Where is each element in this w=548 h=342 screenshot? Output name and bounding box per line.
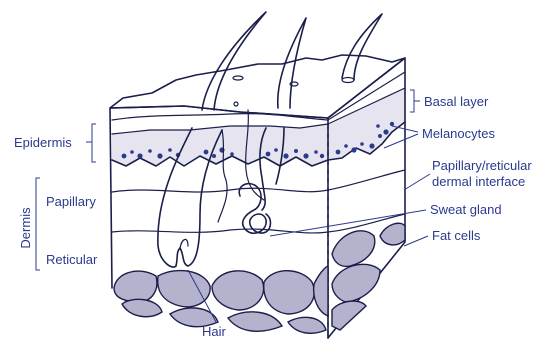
melanin-dot <box>344 144 348 148</box>
label-papillary: Papillary <box>46 194 96 209</box>
fat-cell <box>122 299 162 316</box>
label-melanocytes: Melanocytes <box>422 126 495 141</box>
melanin-dot <box>294 149 298 153</box>
melanin-dot <box>336 150 341 155</box>
fat-cell <box>114 271 157 302</box>
melanin-dot <box>168 148 172 152</box>
fat-cell <box>380 223 405 245</box>
melanin-dot <box>320 154 324 158</box>
label-dermis: Dermis <box>18 207 33 249</box>
melanin-dot <box>283 153 288 158</box>
melanin-dot <box>390 122 394 126</box>
melanin-dot <box>351 147 356 152</box>
label-epidermis: Epidermis <box>14 135 72 150</box>
hair-follicle-right <box>342 14 382 83</box>
pore <box>233 76 243 80</box>
label-papillary-reticular-2: dermal interface <box>432 174 525 189</box>
label-hair: Hair <box>202 324 227 339</box>
melanin-dot <box>122 154 127 159</box>
label-fat-cells: Fat cells <box>432 228 481 243</box>
pore <box>234 102 238 106</box>
melanin-dot <box>266 152 271 157</box>
fat-cell <box>288 317 326 333</box>
dermis-bracket <box>36 178 40 270</box>
melanin-dot <box>148 149 152 153</box>
fat-cell <box>228 312 282 331</box>
melanin-dot <box>360 142 364 146</box>
melanin-dot <box>376 124 380 128</box>
hair-root-main <box>180 239 188 248</box>
label-papillary-reticular-1: Papillary/reticular <box>432 158 532 173</box>
melanin-dot <box>137 153 142 158</box>
hair-pore-right <box>342 78 354 83</box>
fat-cell <box>264 271 315 314</box>
fat-cell <box>332 301 366 330</box>
hair-shaft-main <box>202 12 266 110</box>
papillary-reticular-pointer <box>404 174 430 190</box>
fat-cells-pointer <box>404 236 428 246</box>
melanin-dot <box>303 153 308 158</box>
fat-cell <box>314 266 328 316</box>
label-reticular: Reticular <box>46 252 98 267</box>
melanin-dot <box>369 143 374 148</box>
melanin-dot <box>378 134 382 138</box>
melanin-dot <box>383 129 388 134</box>
label-sweat-gland: Sweat gland <box>430 202 502 217</box>
fat-cell <box>158 271 210 307</box>
epidermis-bracket <box>86 124 96 162</box>
melanin-dot <box>212 154 216 158</box>
stratum-line-2 <box>112 114 328 120</box>
melanin-dot <box>274 148 278 152</box>
label-basal-layer: Basal layer <box>424 94 489 109</box>
hair-shaft-right <box>342 14 382 80</box>
melanin-dot <box>204 150 209 155</box>
fat-cell <box>332 264 380 302</box>
hair-shaft-middle <box>278 18 306 108</box>
melanin-dot <box>130 150 134 154</box>
fat-cell <box>332 231 375 267</box>
sweat-gland-coil <box>239 184 270 234</box>
basal-layer-bracket <box>410 90 420 112</box>
melanin-dot <box>314 150 318 154</box>
melanin-dot <box>230 152 234 156</box>
melanin-dot <box>157 153 162 158</box>
fat-cell <box>212 271 264 310</box>
